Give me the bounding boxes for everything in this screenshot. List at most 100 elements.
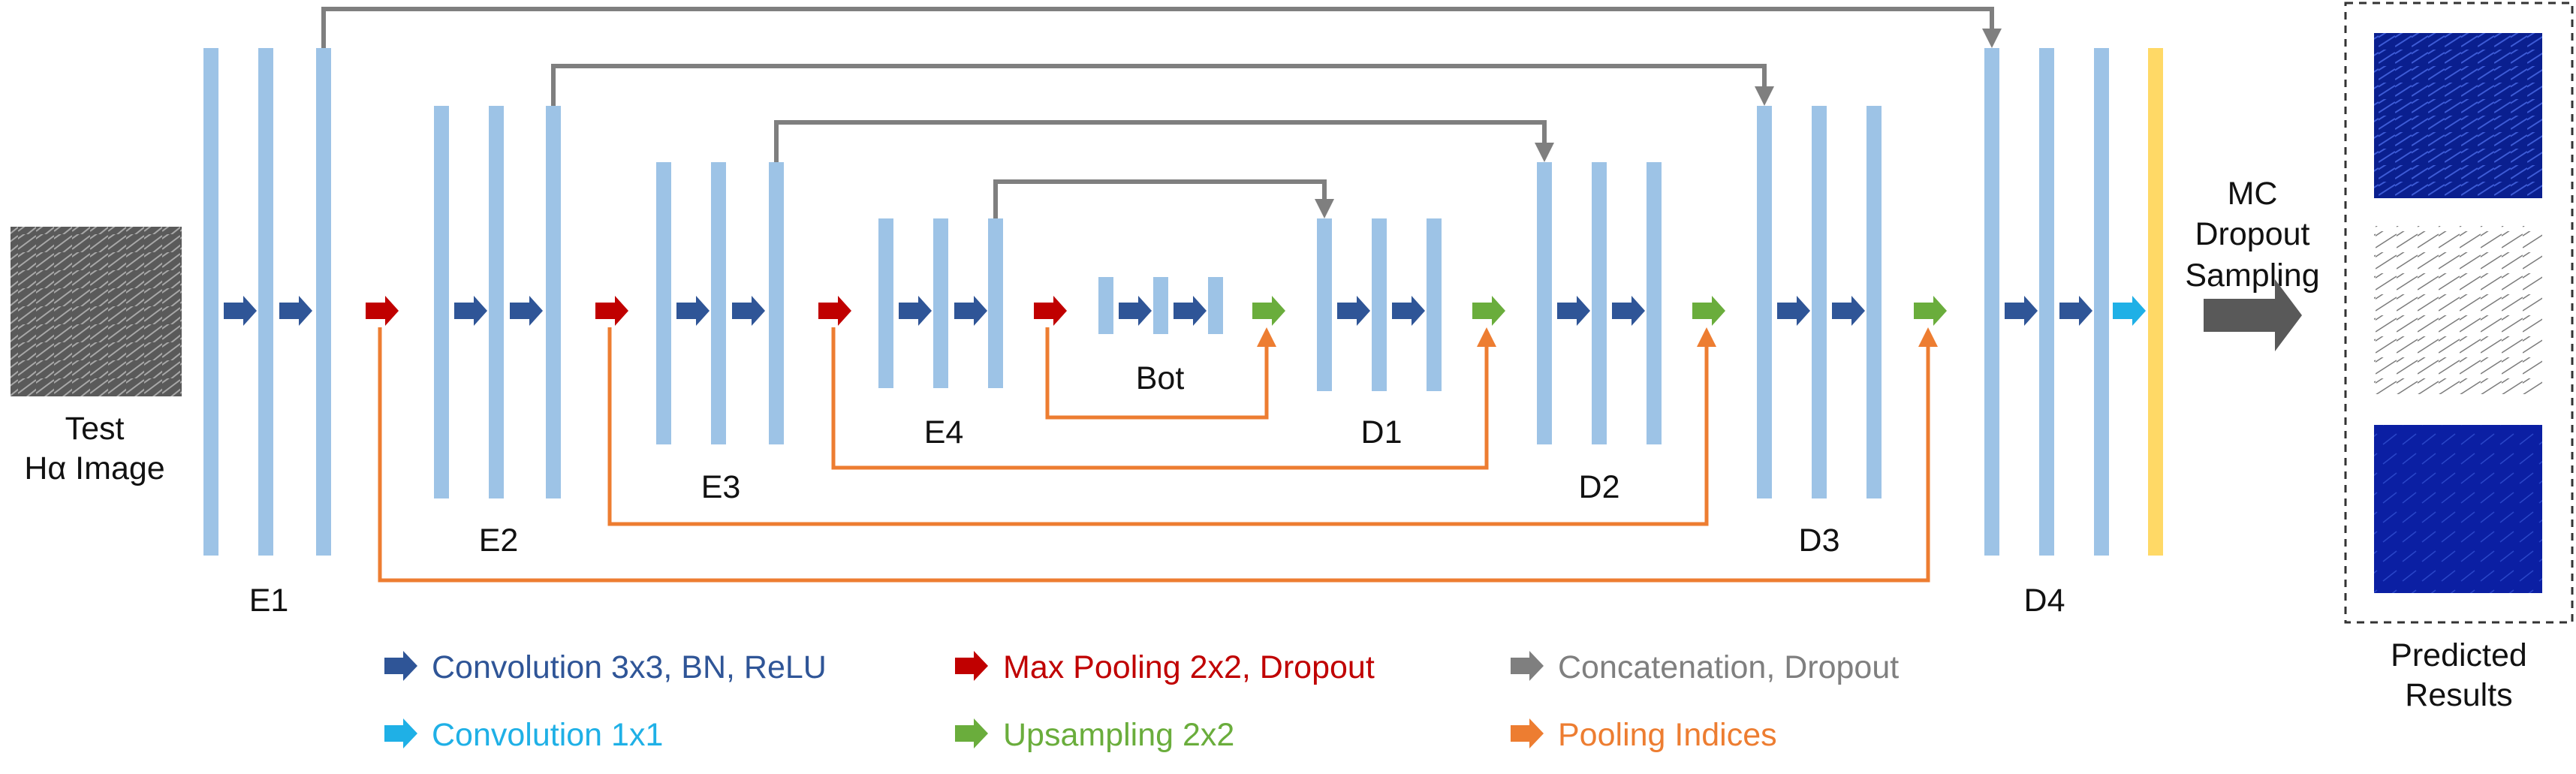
legend-item-conv1: Convolution 1x1 [384, 717, 663, 753]
concat-arrowhead-e1-d4 [1982, 29, 2002, 48]
layer-bar-d2-1 [1537, 162, 1552, 444]
concat-arrowhead-e2-d3 [1755, 86, 1774, 106]
op-arrow-conv1-out [2113, 296, 2146, 326]
output-label-line2: Results [2405, 677, 2512, 713]
concat-arrowhead-e3-d2 [1535, 143, 1554, 162]
op-arrow-conv3-d3-2 [1832, 296, 1865, 326]
layer-bar-e1-2 [258, 48, 273, 556]
layer-bar-e1-1 [203, 48, 218, 556]
legend-swatch-indices [1511, 718, 1544, 748]
op-arrow-conv3-d2-1 [1557, 296, 1590, 326]
sampling-label-line2: Dropout [2195, 216, 2310, 252]
op-arrow-conv3-d4-2 [2059, 296, 2092, 326]
layer-bar-e2-1 [434, 106, 449, 498]
legend-swatch-concat [1511, 651, 1544, 681]
layer-bar-d3-2 [1812, 106, 1827, 498]
concat-line-e1-d4 [321, 7, 1994, 48]
indices-line-e4-d1 [1045, 327, 1269, 420]
input-label-line2: Hα Image [24, 450, 164, 486]
legend-swatch-maxpool [955, 651, 988, 681]
sampling-arrow [2204, 279, 2302, 351]
layer-bar-d4-1 [1984, 48, 1999, 556]
legend-text-concat: Concatenation, Dropout [1558, 649, 1899, 685]
result-image-2 [2374, 226, 2542, 394]
indices-arrowhead-e3-d2 [1477, 327, 1496, 347]
layer-bars [203, 48, 2163, 556]
indices-arrowhead-e1-d4 [1918, 327, 1938, 347]
output-label-line1: Predicted [2391, 637, 2527, 673]
op-arrow-upsample-up-4 [1914, 296, 1947, 326]
concat-line-e3-d2 [774, 120, 1547, 162]
indices-line-e1-d4 [378, 327, 1930, 583]
layer-bar-d2-2 [1592, 162, 1607, 444]
layer-bar-d3-3 [1866, 106, 1882, 498]
layer-bar-e2-2 [489, 106, 504, 498]
connections [321, 7, 2002, 583]
indices-line-e3-d2 [831, 327, 1489, 470]
stage-label-d2: D2 [1579, 469, 1620, 505]
legend-swatch-upsample [955, 718, 988, 748]
legend-item-conv3: Convolution 3x3, BN, ReLU [384, 649, 827, 685]
op-arrow-conv3-d1-2 [1392, 296, 1425, 326]
legend-text-conv3: Convolution 3x3, BN, ReLU [432, 649, 827, 685]
legend-text-indices: Pooling Indices [1558, 717, 1777, 753]
stage-label-bot: Bot [1136, 360, 1185, 396]
stage-label-e3: E3 [701, 469, 741, 505]
stage-label-e1: E1 [249, 583, 289, 619]
op-arrow-conv3-e1-2 [279, 296, 312, 326]
legend-item-upsample: Upsampling 2x2 [955, 717, 1234, 753]
layer-bar-e2-3 [546, 106, 561, 498]
stage-label-d3: D3 [1799, 523, 1840, 559]
op-arrow-upsample-up-2 [1472, 296, 1505, 326]
layer-bar-d2-3 [1647, 162, 1662, 444]
legend-text-upsample: Upsampling 2x2 [1003, 717, 1234, 753]
concat-line-e4-d1 [993, 179, 1327, 218]
op-arrow-conv3-e4-1 [899, 296, 932, 326]
layer-bar-e3-3 [769, 162, 784, 444]
op-arrow-conv3-d1-1 [1337, 296, 1370, 326]
indices-line-e2-d3 [607, 327, 1709, 526]
op-arrow-conv3-d4-1 [2005, 296, 2038, 326]
legend-swatch-conv1 [384, 718, 417, 748]
layer-bar-e3-2 [711, 162, 726, 444]
legend-item-maxpool: Max Pooling 2x2, Dropout [955, 649, 1375, 685]
layer-bar-bot-2 [1153, 277, 1168, 334]
input-label-line1: Test [65, 411, 125, 447]
concat-arrowhead-e4-d1 [1315, 199, 1334, 218]
layer-bar-d1-2 [1372, 218, 1387, 391]
op-arrow-conv3-d3-1 [1777, 296, 1810, 326]
output-box [2344, 2, 2574, 624]
layer-bar-e4-1 [878, 218, 893, 388]
sampling-label-line3: Sampling [2185, 257, 2319, 294]
legend-swatch-conv3 [384, 651, 417, 681]
legend: Convolution 3x3, BN, ReLU Max Pooling 2x… [384, 649, 1899, 753]
layer-bar-e1-3 [316, 48, 331, 556]
indices-arrowhead-e2-d3 [1697, 327, 1716, 347]
op-arrow-maxpool-pool-2 [595, 296, 628, 326]
layer-bar-e4-2 [933, 218, 948, 388]
layer-bar-bot-1 [1098, 277, 1113, 334]
layer-bar-d4-2 [2039, 48, 2054, 556]
stage-label-d4: D4 [2024, 583, 2065, 619]
op-arrow-conv3-e3-2 [732, 296, 765, 326]
layer-bar-d3-1 [1757, 106, 1772, 498]
op-arrow-conv3-e4-2 [954, 296, 987, 326]
legend-item-concat: Concatenation, Dropout [1511, 649, 1899, 685]
result-image-3 [2374, 425, 2542, 593]
op-arrow-conv3-bot-1 [1119, 296, 1152, 326]
legend-text-conv1: Convolution 1x1 [432, 717, 663, 753]
op-arrow-upsample-up-1 [1252, 296, 1285, 326]
op-arrow-conv3-e2-1 [454, 296, 487, 326]
op-arrow-conv3-e2-2 [510, 296, 543, 326]
op-arrow-conv3-d2-2 [1612, 296, 1645, 326]
stage-label-e2: E2 [479, 523, 519, 559]
operation-arrows [224, 296, 2146, 326]
legend-text-maxpool: Max Pooling 2x2, Dropout [1003, 649, 1375, 685]
op-arrow-maxpool-pool-4 [1034, 296, 1067, 326]
op-arrow-maxpool-pool-1 [366, 296, 399, 326]
result-image-1 [2374, 33, 2542, 198]
layer-bar-d4-3 [2094, 48, 2109, 556]
stage-label-d1: D1 [1361, 414, 1402, 450]
op-arrow-conv3-bot-2 [1174, 296, 1207, 326]
